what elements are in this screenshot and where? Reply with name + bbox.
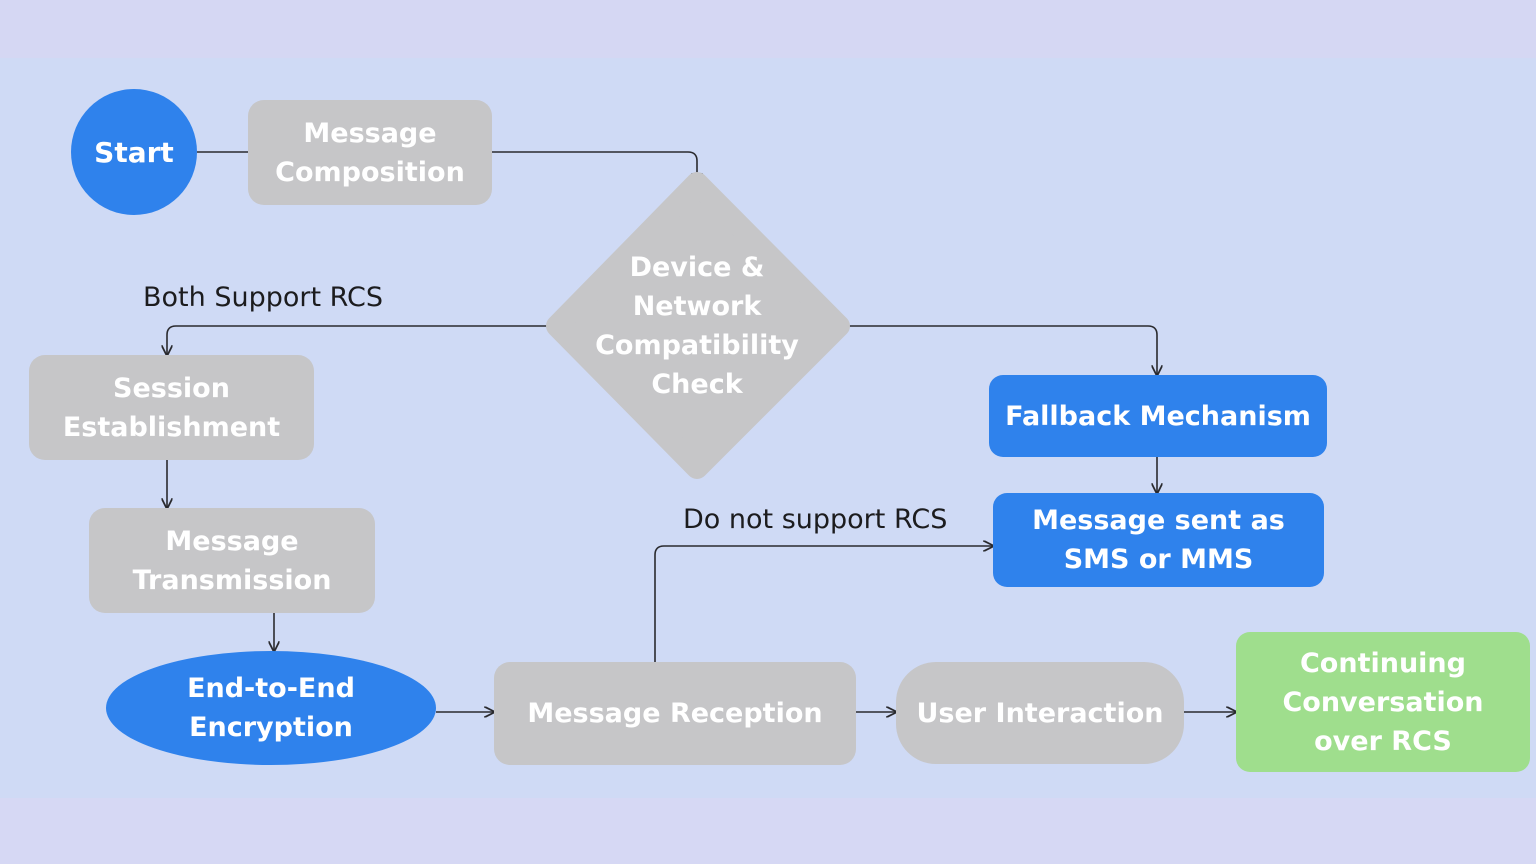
fallback-mechanism-node: Fallback Mechanism xyxy=(989,375,1327,457)
session-establishment-node: Session Establishment xyxy=(29,355,314,460)
start-node: Start xyxy=(71,89,197,215)
edge-composition-to-check xyxy=(492,151,697,183)
encryption-node: End-to-End Encryption xyxy=(106,651,436,765)
edge-label-both-support: Both Support RCS xyxy=(143,282,384,313)
compatibility-check-diamond xyxy=(546,172,850,479)
message-composition-node: Message Composition xyxy=(248,100,492,205)
bottom-band xyxy=(0,798,1536,864)
continuing-conversation-node: Continuing Conversation over RCS xyxy=(1236,632,1530,772)
edge-label-do-not-support: Do not support RCS xyxy=(683,504,948,535)
edge-check-to-fallback xyxy=(839,325,1157,375)
user-interaction-node: User Interaction xyxy=(896,662,1184,764)
sms-mms-node: Message sent as SMS or MMS xyxy=(993,493,1324,587)
edge-check-to-session xyxy=(167,325,557,355)
message-transmission-node: Message Transmission xyxy=(89,508,375,613)
message-reception-node: Message Reception xyxy=(494,662,856,765)
compatibility-check-label: Device & Network Compatibility Check xyxy=(595,252,799,400)
edge-reception-to-sms xyxy=(654,546,993,662)
